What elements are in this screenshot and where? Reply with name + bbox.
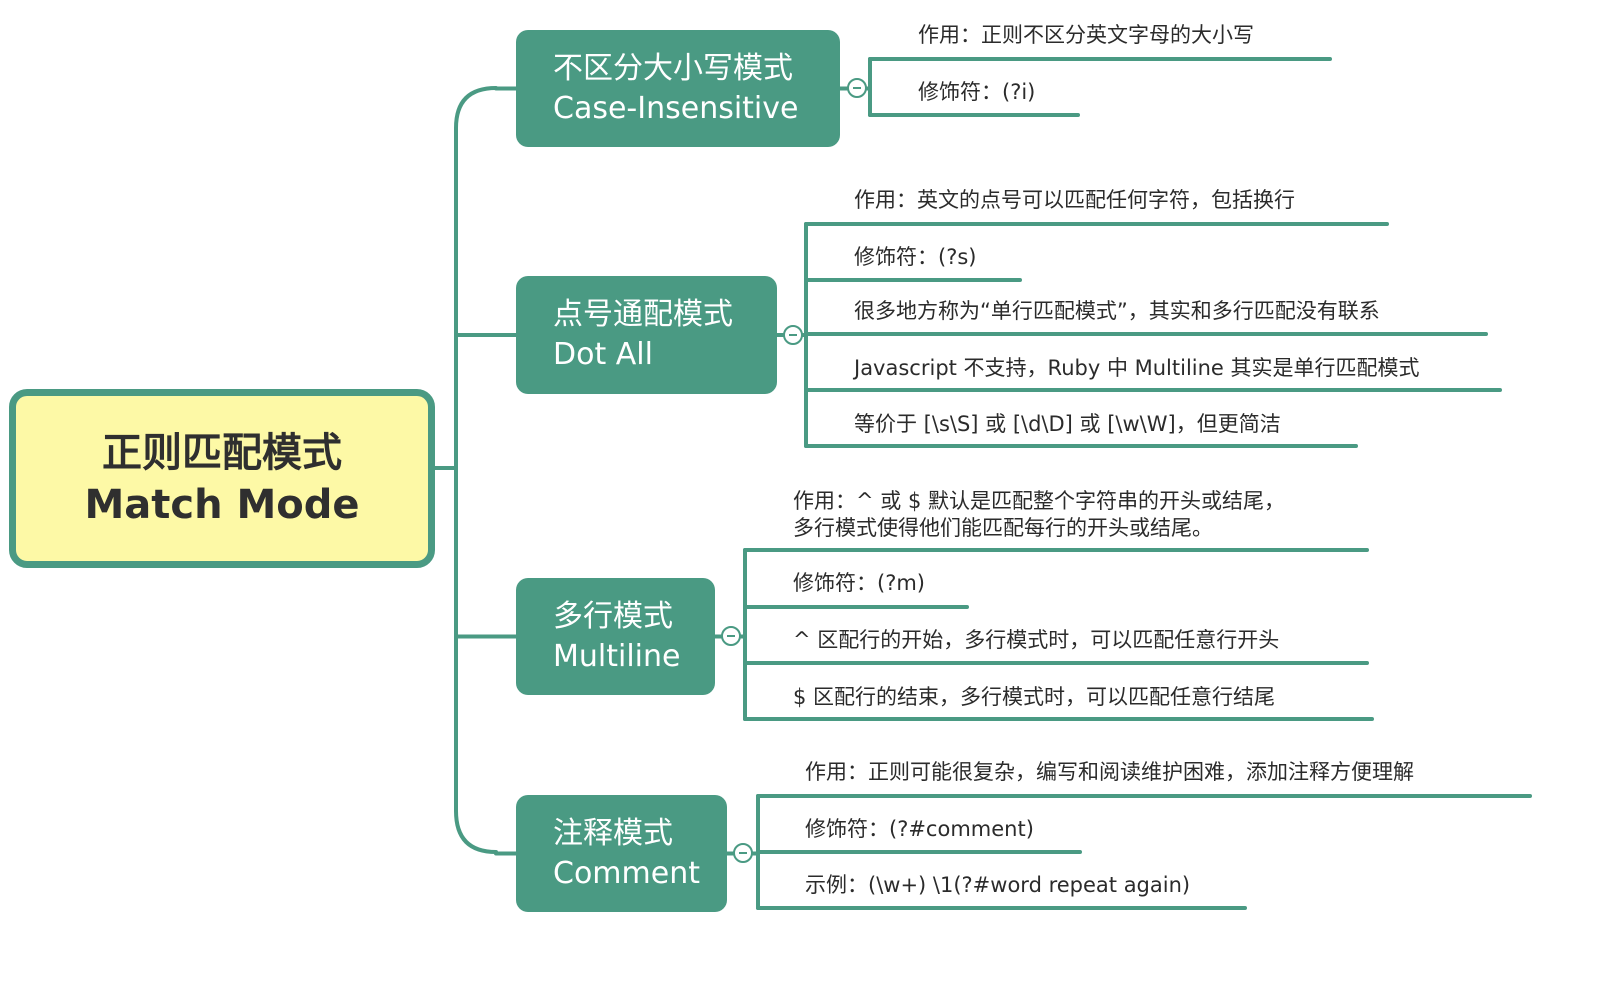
leaf-line: 示例：(\w+) \1(?#word repeat again) <box>805 873 1191 897</box>
branch-node[interactable]: 点号通配模式 Dot All <box>516 276 777 394</box>
leaf-text: 示例：(\w+) \1(?#word repeat again) <box>805 872 1190 899</box>
leaf-line: 修饰符：(?s) <box>854 245 977 269</box>
leaf-line: $ 区配行的结束，多行模式时，可以匹配任意行结尾 <box>793 685 1276 709</box>
leaf-text: 作用：^ 或 $ 默认是匹配整个字符串的开头或结尾， 多行模式使得他们能匹配每行的… <box>793 488 1285 542</box>
branch-title-zh: 点号通配模式 <box>553 297 733 332</box>
leaf-text: 很多地方称为“单行匹配模式”，其实和多行匹配没有联系 <box>854 298 1380 325</box>
collapse-toggle-icon[interactable] <box>733 843 753 863</box>
leaf-line: 修饰符：(?#comment) <box>805 817 1034 841</box>
leaf-line: 作用：英文的点号可以匹配任何字符，包括换行 <box>854 188 1295 212</box>
root-title-zh: 正则匹配模式 <box>102 429 342 476</box>
leaf-line: 作用：正则不区分英文字母的大小写 <box>918 23 1254 47</box>
leaf-line: 作用：正则可能很复杂，编写和阅读维护困难，添加注释方便理解 <box>805 760 1414 784</box>
leaf-line: 修饰符：(?m) <box>793 571 925 595</box>
leaf-text: 作用：英文的点号可以匹配任何字符，包括换行 <box>854 187 1295 214</box>
leaf-line: ^ 区配行的开始，多行模式时，可以匹配任意行开头 <box>793 628 1280 652</box>
branch-node[interactable]: 多行模式 Multiline <box>516 578 715 695</box>
leaf-text: 等价于 [\s\S] 或 [\d\D] 或 [\w\W]，但更简洁 <box>854 411 1281 438</box>
branch-title-en: Comment <box>553 855 700 891</box>
branch-title-en: Dot All <box>553 337 653 372</box>
leaf-text: 作用：正则不区分英文字母的大小写 <box>918 22 1254 49</box>
leaf-line: 等价于 [\s\S] 或 [\d\D] 或 [\w\W]，但更简洁 <box>854 412 1281 436</box>
branch-node[interactable]: 注释模式 Comment <box>516 795 727 912</box>
branch-title-en: Case-Insensitive <box>553 90 799 126</box>
leaf-text: ^ 区配行的开始，多行模式时，可以匹配任意行开头 <box>793 627 1279 654</box>
branch-title-en: Multiline <box>553 638 681 674</box>
leaf-line: 作用：^ 或 $ 默认是匹配整个字符串的开头或结尾， <box>793 489 1285 513</box>
leaf-line: Javascript 不支持，Ruby 中 Multiline 其实是单行匹配模… <box>854 356 1420 380</box>
branch-title-zh: 不区分大小写模式 <box>553 50 793 86</box>
trunk-line <box>454 86 498 854</box>
collapse-toggle-icon[interactable] <box>847 78 867 98</box>
branch-title-zh: 多行模式 <box>553 598 673 634</box>
branch-title-zh: 注释模式 <box>553 815 673 851</box>
leaf-text: 修饰符：(?#comment) <box>805 816 1034 843</box>
collapse-toggle-icon[interactable] <box>783 325 803 345</box>
leaf-text: 修饰符：(?m) <box>793 570 925 597</box>
leaf-text: Javascript 不支持，Ruby 中 Multiline 其实是单行匹配模… <box>854 355 1420 382</box>
leaf-text: 作用：正则可能很复杂，编写和阅读维护困难，添加注释方便理解 <box>805 759 1414 786</box>
root-node[interactable]: 正则匹配模式 Match Mode <box>9 389 435 568</box>
leaf-line: 多行模式使得他们能匹配每行的开头或结尾。 <box>793 516 1213 540</box>
leaf-text: 修饰符：(?s) <box>854 244 976 271</box>
collapse-toggle-icon[interactable] <box>721 626 741 646</box>
root-title-en: Match Mode <box>84 481 360 528</box>
leaf-line: 修饰符：(?i) <box>918 80 1036 104</box>
branch-node[interactable]: 不区分大小写模式 Case-Insensitive <box>516 30 840 147</box>
leaf-text: 修饰符：(?i) <box>918 79 1035 106</box>
leaf-text: $ 区配行的结束，多行模式时，可以匹配任意行结尾 <box>793 684 1275 711</box>
leaf-line: 很多地方称为“单行匹配模式”，其实和多行匹配没有联系 <box>854 299 1380 323</box>
